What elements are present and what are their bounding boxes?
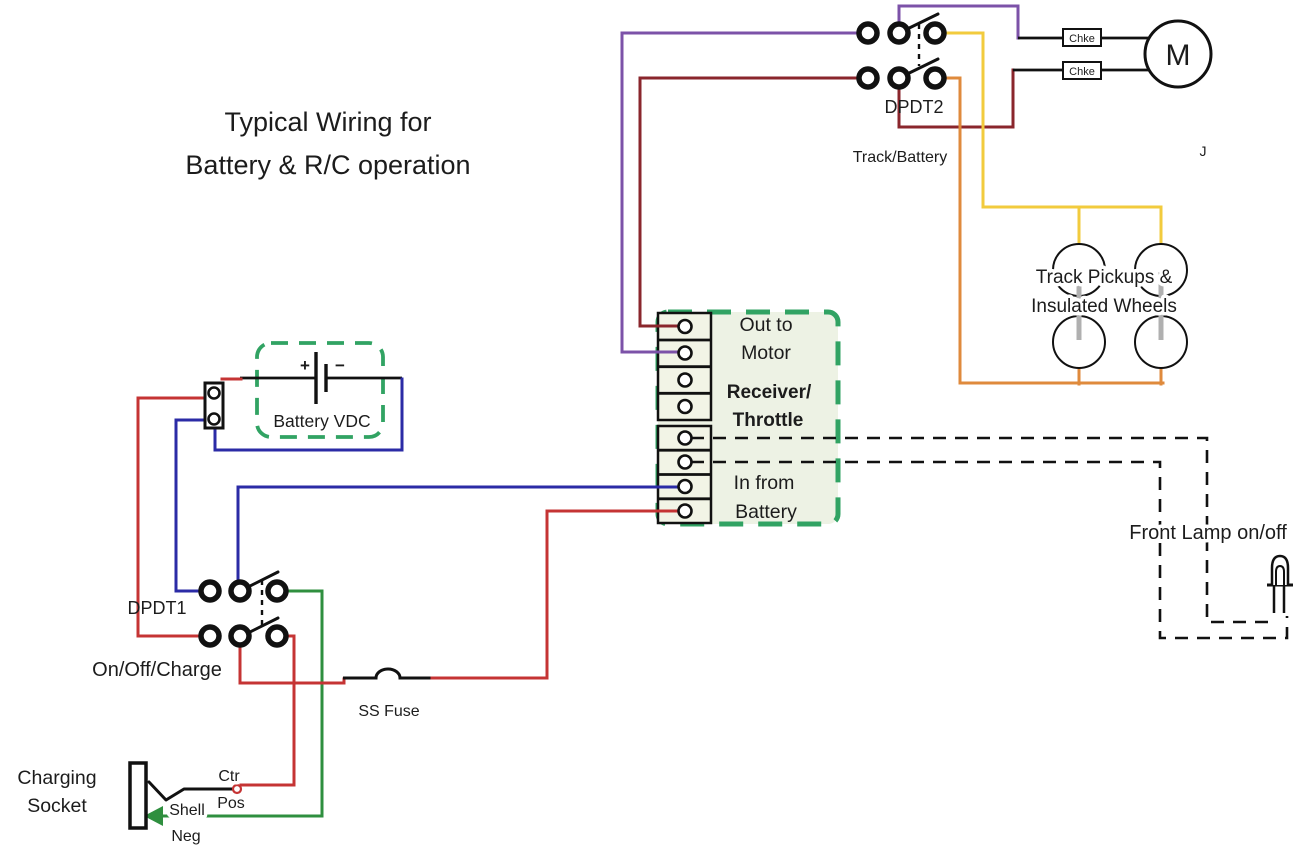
dpdt1-mode-label: On/Off/Charge [92, 659, 222, 681]
receiver-name-line1: Receiver/ [727, 382, 812, 403]
wire-red-dpdt1-to-fuse [238, 643, 346, 685]
wire-purple-dpdt2-to-receiver [620, 31, 870, 354]
track-pickups-wheels: Track Pickups & Insulated Wheels [1028, 243, 1188, 369]
dpdt1-contact-bottom-right [265, 624, 289, 648]
lamp-dome [1270, 554, 1290, 585]
terminal-block-upper-dividers [658, 338, 711, 395]
in-from-battery-line2: Battery [735, 501, 797, 523]
charging-socket-label-line2: Socket [27, 795, 87, 817]
battery-dashed-box [255, 341, 385, 439]
terminal-4 [677, 398, 693, 415]
charging-socket-center-pin [231, 783, 243, 795]
dpdt1-contact-top-left [198, 579, 222, 603]
fuse-label: SS Fuse [358, 703, 419, 720]
out-to-motor-line2: Motor [741, 342, 791, 364]
shell-label-line2: Neg [171, 828, 200, 845]
lamp-dashed-line-1 [691, 436, 1270, 624]
terminal-1 [677, 318, 693, 335]
choke-bottom-label: Chke [1069, 66, 1095, 78]
stray-mark: J [1200, 143, 1207, 159]
wire-darkred-dpdt2-to-receiver [638, 76, 870, 328]
wire-purple-dpdt2-to-choke [897, 4, 1020, 40]
dpdt2-label: DPDT2 [884, 97, 943, 117]
wires [136, 4, 1165, 826]
wire-red-fuse-to-receiver [430, 509, 679, 680]
terminal-5 [677, 430, 693, 446]
terminal-7 [677, 478, 693, 495]
fuse-element [343, 667, 433, 680]
choke-top-box [1062, 28, 1102, 47]
shell-label-line1: Shell [169, 802, 205, 819]
track-pickups-label-line2: Insulated Wheels [1031, 296, 1177, 317]
motor: M [1143, 19, 1213, 89]
receiver-labels: Out to Motor Receiver/ Throttle In from … [727, 314, 812, 523]
motor-circle [1143, 19, 1213, 89]
dpdt1-switch: DPDT1 On/Off/Charge [92, 570, 289, 681]
dpdt2-mode-label: Track/Battery [853, 149, 948, 166]
center-pin-label-line1: Ctr [218, 768, 240, 785]
dpdt2-contact-top-right [923, 21, 947, 45]
dpdt1-contact-bottom-middle [228, 624, 252, 648]
terminal-8 [677, 503, 693, 519]
wire-blue-battery-loop [213, 377, 404, 452]
lamp-filament-arch [1275, 564, 1285, 585]
choke-top-label: Chke [1069, 33, 1095, 45]
dpdt1-contact-top-right [265, 579, 289, 603]
terminal-6 [677, 454, 693, 470]
dpdt2-contact-bottom-left [856, 66, 880, 90]
out-to-motor-line1: Out to [739, 314, 792, 336]
wire-red-dpdt1-to-socket [239, 634, 296, 787]
choke-bottom-box [1062, 61, 1102, 80]
dpdt1-label: DPDT1 [127, 598, 186, 618]
battery-connector: + − Battery VDC [203, 356, 371, 431]
choke-top: Chke [1062, 28, 1102, 47]
track-pickups-label-line1: Track Pickups & [1036, 267, 1173, 288]
battery-connector-pin-top [207, 386, 221, 400]
front-lamp-label: Front Lamp on/off [1129, 522, 1287, 544]
dpdt1-contact-top-middle [228, 579, 252, 603]
choke-bottom: Chke [1062, 61, 1102, 80]
charging-socket-label-line1: Charging [17, 767, 96, 789]
battery-vdc-label: Battery VDC [273, 411, 370, 431]
lamp-legs [1272, 585, 1286, 613]
wire-yellow-track-pickups [933, 31, 1163, 248]
dpdt2-contact-bottom-middle [887, 66, 911, 90]
diagram-title-line1: Typical Wiring for [224, 107, 431, 137]
diagram-title-line2: Battery & R/C operation [185, 150, 470, 180]
wire-red-connector-to-dpdt1 [136, 396, 207, 638]
terminal-block-lower-dividers [658, 448, 711, 501]
dpdt1-contact-bottom-left [198, 624, 222, 648]
wire-darkred-dpdt2-to-choke [897, 68, 1015, 129]
receiver-terminals [677, 318, 693, 519]
title-block: Typical Wiring for Battery & R/C operati… [185, 107, 470, 180]
charging-socket-center-pin-wire [147, 780, 234, 802]
wire-blue-connector-to-dpdt1 [174, 418, 207, 593]
terminal-2 [677, 345, 693, 361]
motor-label: M [1166, 39, 1191, 72]
dpdt2-contact-top-left [856, 21, 880, 45]
battery-plus-label: + [300, 356, 310, 375]
dpdt2-contact-top-middle [887, 21, 911, 45]
wire-orange-track-pickups [933, 76, 1165, 386]
dpdt2-switch: DPDT2 Track/Battery [853, 12, 948, 166]
receiver-name-line2: Throttle [733, 410, 804, 431]
charging-socket-body [128, 761, 148, 830]
battery-connector-pin-bottom [207, 412, 221, 426]
green-arrowhead [144, 806, 163, 826]
front-lamp: Front Lamp on/off [1126, 519, 1293, 613]
terminal-3 [677, 372, 693, 388]
wire-green-dpdt1-to-socket [158, 589, 324, 818]
dpdt2-contact-bottom-right [923, 66, 947, 90]
lamp-dashed-line-2 [691, 460, 1289, 640]
wire-blue-dpdt1-to-receiver [236, 485, 679, 587]
center-pin-label-line2: Pos [217, 795, 245, 812]
in-from-battery-line1: In from [734, 472, 795, 494]
charging-socket: Charging Socket Ctr Pos Shell Neg [17, 761, 248, 849]
battery-minus-label: − [335, 356, 345, 375]
battery-box [240, 341, 402, 439]
